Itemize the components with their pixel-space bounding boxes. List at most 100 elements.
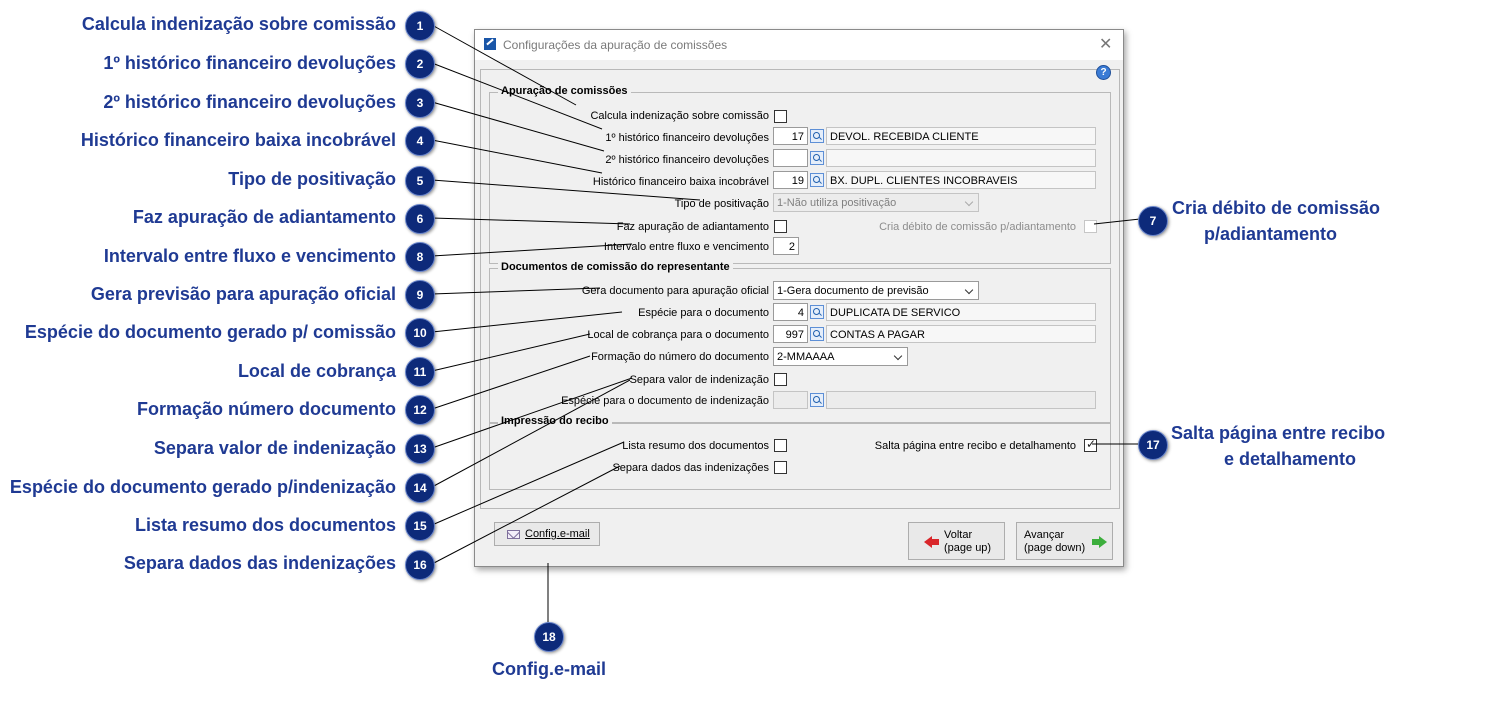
arrow-right-icon (1092, 536, 1107, 548)
checkbox-faz-adiantamento[interactable] (774, 220, 787, 233)
input-intervalo[interactable]: 2 (773, 237, 799, 255)
callout-badge-15: 15 (405, 511, 435, 541)
checkbox-lista-resumo[interactable] (774, 439, 787, 452)
callout-badge-3: 3 (405, 88, 435, 118)
arrow-left-icon (924, 536, 939, 548)
select-gera-documento[interactable]: 1-Gera documento de previsão (773, 281, 979, 300)
callout-badge-18: 18 (534, 622, 564, 652)
callout-text-3: 2º histórico financeiro devoluções (103, 92, 396, 112)
callout-badge-1: 1 (405, 11, 435, 41)
checkbox-salta-pagina[interactable]: ✓ (1084, 437, 1097, 452)
callout-text-10: Espécie do documento gerado p/ comissão (24, 322, 396, 342)
callout-text-17-line1: Salta página entre recibo (1171, 423, 1386, 443)
desc-especie-indenizacao (826, 391, 1096, 409)
callout-badge-5: 5 (405, 166, 435, 196)
select-formacao-numero[interactable]: 2-MMAAAA (773, 347, 908, 366)
callout-text-7-line2: p/adiantamento (1204, 224, 1338, 244)
callout-text-15: Lista resumo dos documentos (134, 515, 396, 535)
callout-badge-16: 16 (405, 550, 435, 580)
desc-hist-incobravel: BX. DUPL. CLIENTES INCOBRAVEIS (826, 171, 1096, 189)
input-hist-dev1[interactable]: 17 (773, 127, 808, 145)
lookup-especie-indenizacao-search-icon[interactable] (810, 393, 824, 407)
callout-text-1: Calcula indenização sobre comissão (81, 14, 396, 34)
callout-badge-4: 4 (405, 126, 435, 156)
form-panel: ? Apuração de comissões Documentos de co… (480, 65, 1120, 509)
lookup-local-cobranca-search-icon[interactable] (810, 327, 824, 341)
avancar-button[interactable]: Avançar (page down) (1016, 522, 1113, 560)
callout-badge-9: 9 (405, 280, 435, 310)
input-especie-doc[interactable]: 4 (773, 303, 808, 321)
desc-especie-doc: DUPLICATA DE SERVICO (826, 303, 1096, 321)
group-title-documentos: Documentos de comissão do representante (498, 261, 733, 273)
select-tipo-positivacao-value: 1-Não utiliza positivação (777, 197, 897, 209)
config-email-button[interactable]: Config.e-mail (494, 522, 600, 546)
label-lista-resumo: Lista resumo dos documentos (622, 440, 769, 452)
callout-badge-14: 14 (405, 473, 435, 503)
checkbox-separa-dados[interactable] (774, 461, 787, 474)
close-icon[interactable]: ✕ (1099, 36, 1113, 53)
label-especie-doc: Espécie para o documento (638, 307, 769, 319)
callout-badge-6: 6 (405, 204, 435, 234)
label-calcula-indenizacao: Calcula indenização sobre comissão (590, 110, 769, 122)
input-local-cobranca[interactable]: 997 (773, 325, 808, 343)
select-tipo-positivacao[interactable]: 1-Não utiliza positivação (773, 193, 979, 212)
label-especie-indenizacao: Espécie para o documento de indenização (561, 395, 769, 407)
voltar-button[interactable]: Voltar (page up) (908, 522, 1005, 560)
group-title-apuracao: Apuração de comissões (498, 85, 631, 97)
input-hist-incobravel[interactable]: 19 (773, 171, 808, 189)
callout-text-8: Intervalo entre fluxo e vencimento (103, 246, 396, 266)
callout-badge-7: 7 (1138, 206, 1168, 236)
help-icon[interactable]: ? (1096, 65, 1111, 80)
label-hist-dev1: 1º histórico financeiro devoluções (605, 132, 769, 144)
input-especie-indenizacao[interactable] (773, 391, 808, 409)
checkbox-cria-debito[interactable] (1084, 220, 1097, 233)
lookup-especie-doc-search-icon[interactable] (810, 305, 824, 319)
label-hist-dev2: 2º histórico financeiro devoluções (605, 154, 769, 166)
label-local-cobranca: Local de cobrança para o documento (587, 329, 769, 341)
group-documentos: Documentos de comissão do representante (489, 261, 1111, 424)
desc-local-cobranca: CONTAS A PAGAR (826, 325, 1096, 343)
desc-hist-dev1: DEVOL. RECEBIDA CLIENTE (826, 127, 1096, 145)
select-gera-documento-value: 1-Gera documento de previsão (777, 285, 929, 297)
label-tipo-positivacao: Tipo de positivação (674, 198, 769, 210)
callout-text-17-line2: e detalhamento (1224, 449, 1357, 469)
lookup-hist-dev1-search-icon[interactable] (810, 129, 824, 143)
title-bar[interactable]: Configurações da apuração de comissões ✕ (475, 30, 1123, 60)
checkbox-separa-indenizacao[interactable] (774, 373, 787, 386)
callout-badge-8: 8 (405, 242, 435, 272)
label-separa-indenizacao: Separa valor de indenização (629, 374, 769, 386)
callout-text-11: Local de cobrança (237, 361, 396, 381)
callout-text-14: Espécie do documento gerado p/indenizaçã… (9, 477, 396, 497)
callout-text-12: Formação número documento (136, 399, 396, 419)
lookup-hist-dev2-search-icon[interactable] (810, 151, 824, 165)
group-apuracao: Apuração de comissões (489, 85, 1111, 264)
callout-text-2: 1º histórico financeiro devoluções (103, 53, 396, 73)
callout-badge-10: 10 (405, 318, 435, 348)
window-title: Configurações da apuração de comissões (503, 38, 728, 52)
select-formacao-numero-value: 2-MMAAAA (777, 351, 835, 363)
avancar-label: Avançar (1024, 529, 1065, 541)
label-formacao-numero: Formação do número do documento (591, 351, 769, 363)
callout-badge-11: 11 (405, 357, 435, 387)
callout-text-16: Separa dados das indenizações (123, 553, 396, 573)
check-icon: ✓ (1086, 437, 1097, 451)
callout-text-9: Gera previsão para apuração oficial (90, 284, 396, 304)
callout-text-18: Config.e-mail (492, 659, 607, 679)
label-gera-documento: Gera documento para apuração oficial (581, 285, 769, 297)
input-hist-dev2[interactable] (773, 149, 808, 167)
label-intervalo: Intervalo entre fluxo e vencimento (603, 241, 769, 253)
callout-text-5: Tipo de positivação (228, 169, 396, 189)
callout-text-6: Faz apuração de adiantamento (132, 207, 396, 227)
config-email-label: Config.e-mail (525, 528, 590, 540)
label-separa-dados: Separa dados das indenizações (612, 462, 769, 474)
voltar-label: Voltar (944, 529, 973, 541)
callout-badge-13: 13 (405, 434, 435, 464)
label-salta-pagina: Salta página entre recibo e detalhamento (874, 440, 1076, 452)
checkbox-calcula-indenizacao[interactable] (774, 110, 787, 123)
label-hist-incobravel: Histórico financeiro baixa incobrável (592, 176, 769, 188)
label-cria-debito: Cria débito de comissão p/adiantamento (879, 221, 1076, 233)
label-faz-adiantamento: Faz apuração de adiantamento (616, 221, 769, 233)
desc-hist-dev2 (826, 149, 1096, 167)
lookup-hist-incobravel-search-icon[interactable] (810, 173, 824, 187)
